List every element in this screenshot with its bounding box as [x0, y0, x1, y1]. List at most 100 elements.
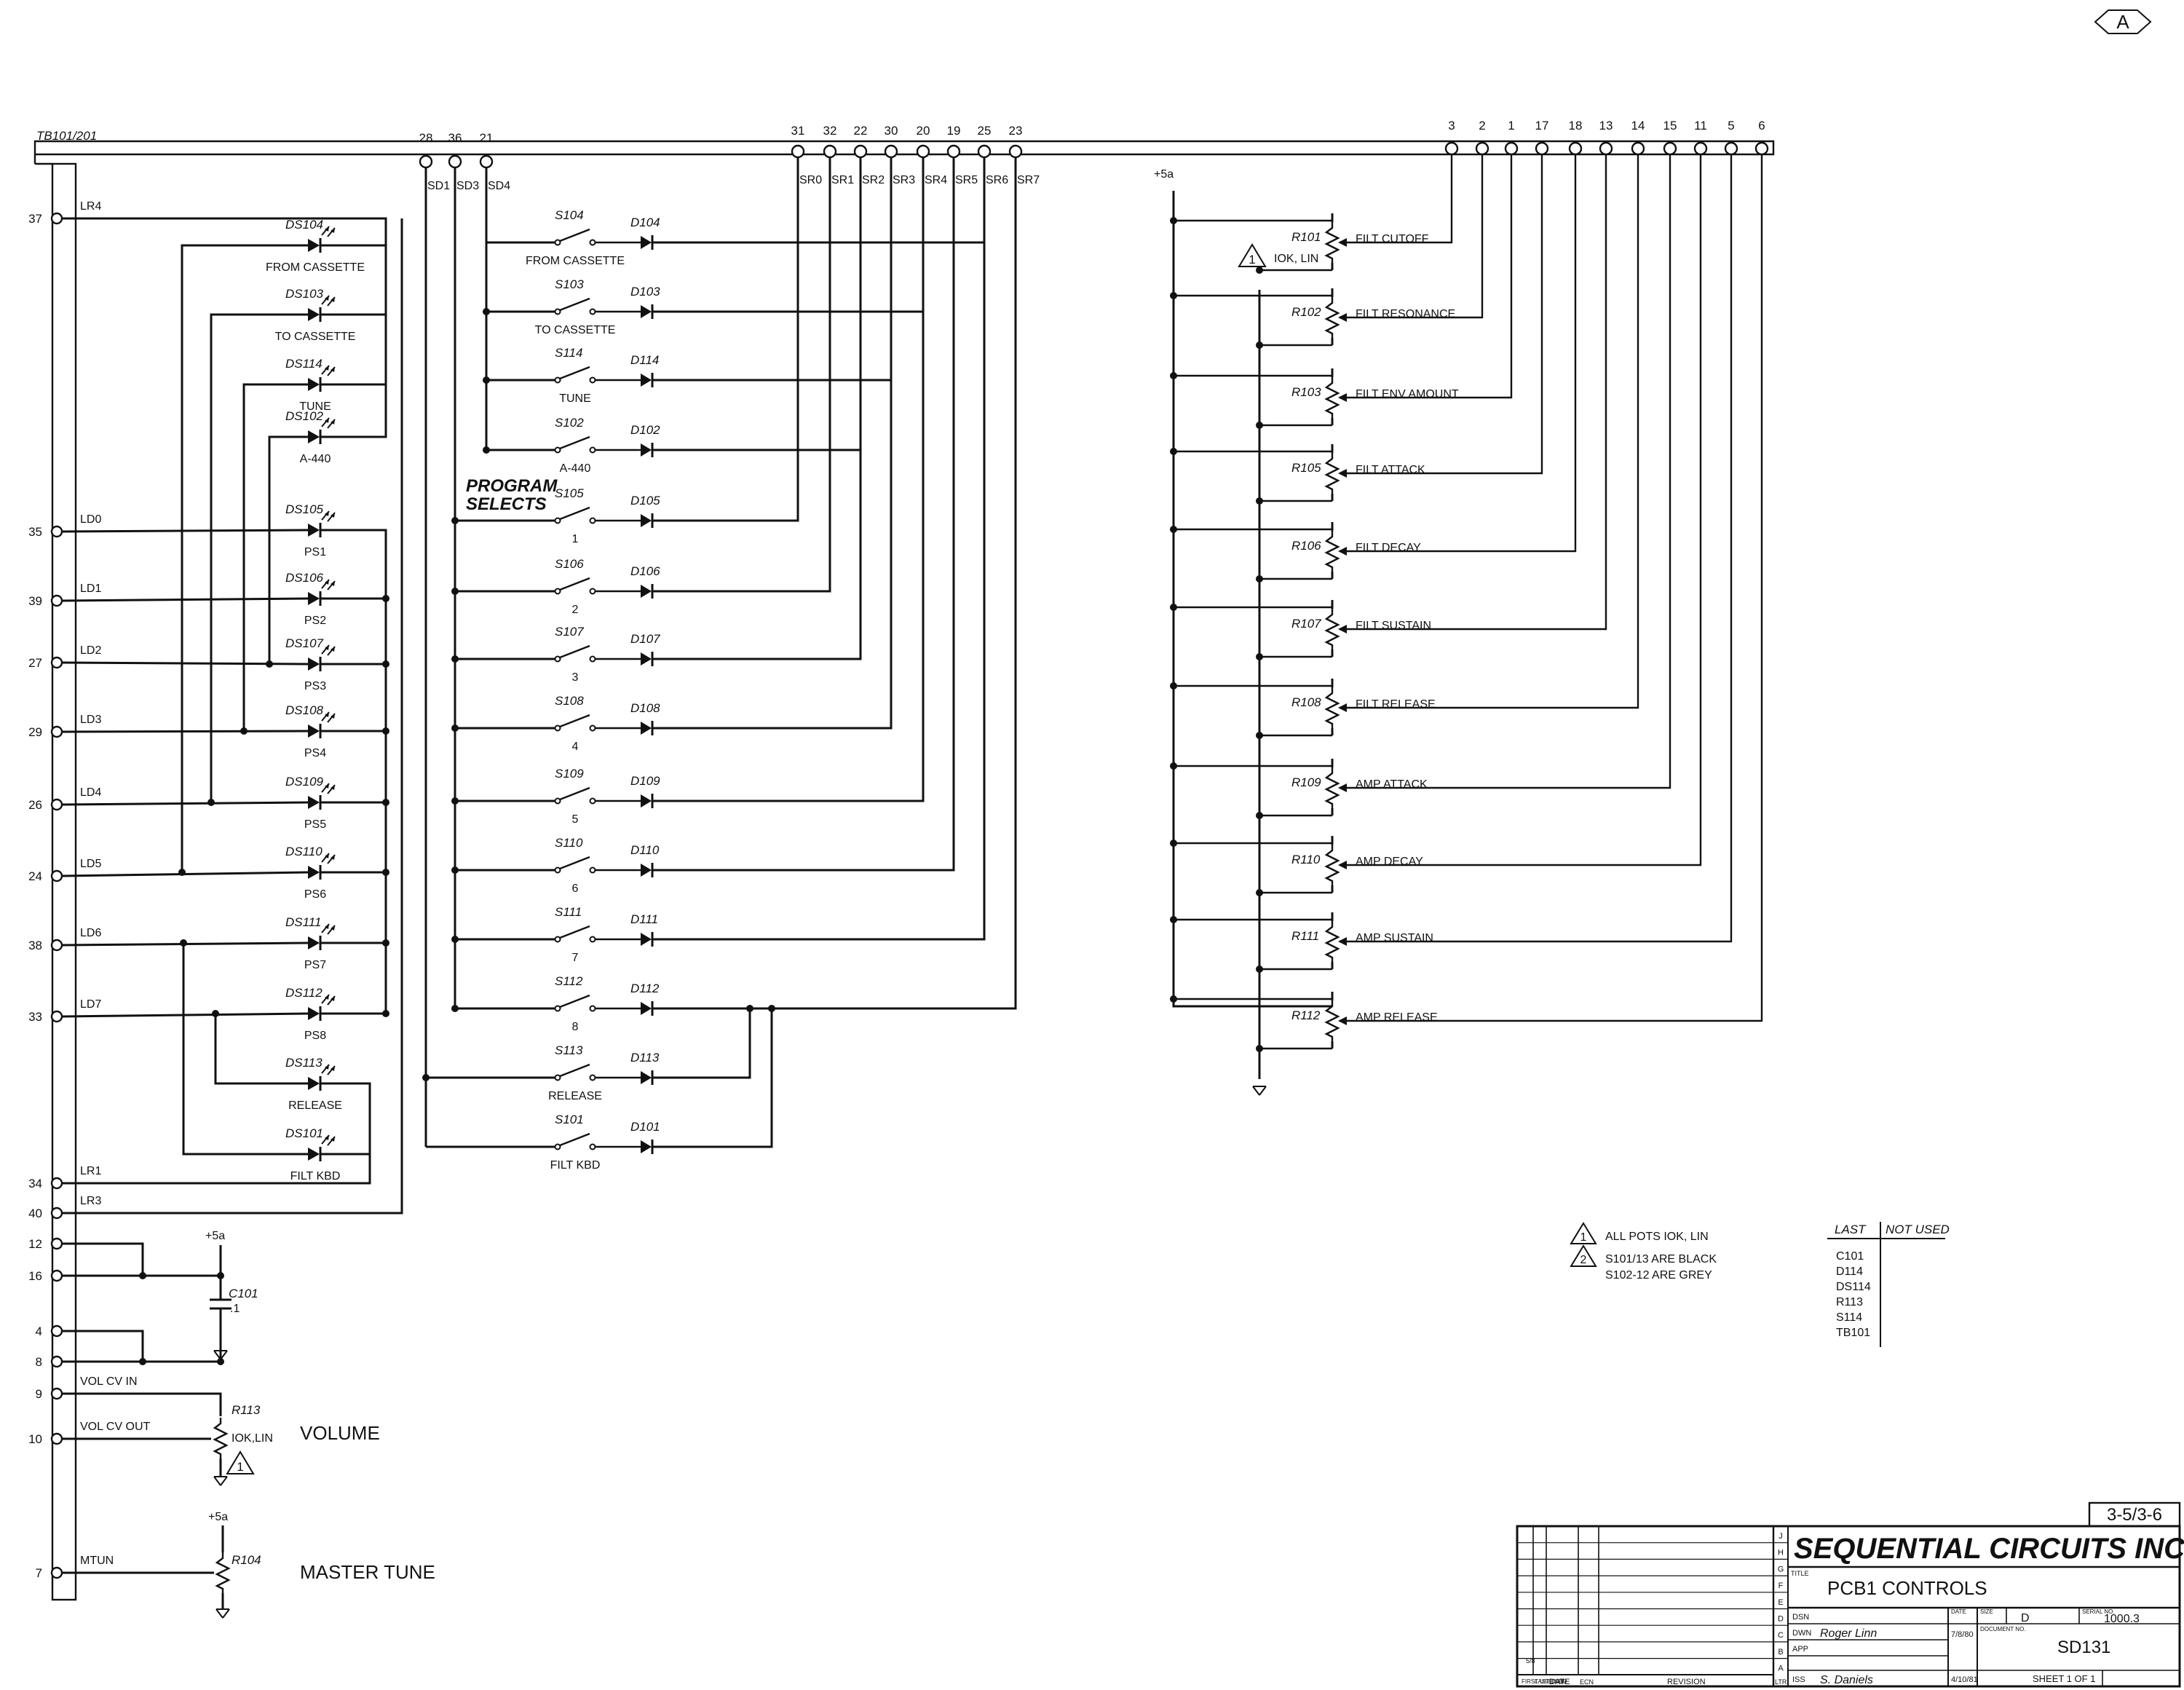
net-label-sd1: SD1 [427, 180, 450, 192]
junction-dot [1256, 732, 1263, 739]
junction-dot [451, 655, 459, 663]
switch-ref: S110 [555, 836, 583, 850]
diode-symbol [639, 303, 654, 320]
switch-ref: S104 [555, 208, 584, 222]
switch-label: 8 [572, 1021, 579, 1033]
top-pin-number: 20 [917, 124, 930, 138]
wiper-arrow [1338, 313, 1347, 322]
diode-symbol [639, 792, 654, 810]
rev-letter: H [1778, 1549, 1784, 1557]
left-pin-number: 26 [28, 798, 42, 812]
pot-label: AMP ATTACK [1356, 778, 1428, 791]
net-label: LR1 [80, 1165, 101, 1177]
rev-letter: F [1779, 1582, 1784, 1590]
diode-ref: D108 [630, 701, 660, 715]
switch-symbol [554, 435, 596, 454]
pot-ref: R106 [1291, 539, 1321, 553]
wiper-arrow [1338, 703, 1347, 712]
junction-dot [1170, 372, 1177, 379]
wire [321, 245, 387, 438]
pot-ref: R107 [1291, 617, 1321, 631]
svg-text:2: 2 [1580, 1254, 1587, 1266]
r104-supply-label: +5a [208, 1511, 228, 1523]
pot-symbol [1325, 376, 1340, 419]
master-tune-pot: +5a R104 MASTER TUNE [208, 1511, 435, 1619]
net-label: LD3 [80, 714, 101, 726]
note-2-text-line2: S102-12 ARE GREY [1605, 1269, 1712, 1282]
top-pin-number: 3 [1448, 119, 1455, 133]
pot-bank-supply-label: +5a [1154, 168, 1174, 181]
led-label: PS5 [304, 818, 326, 831]
parts-last-item: C101 [1836, 1250, 1864, 1263]
switch-ref: S107 [555, 625, 584, 639]
left-pin-number: 27 [28, 656, 42, 670]
net-label-sr5: SR5 [955, 174, 978, 186]
switch-label: 5 [572, 813, 579, 826]
net-label-sr3: SR3 [893, 174, 915, 186]
pot-label: AMP SUSTAIN [1356, 932, 1433, 944]
junction-dot [1170, 762, 1177, 770]
diode-symbol [639, 719, 654, 737]
pot-label: AMP DECAY [1356, 856, 1423, 868]
terminal-pin [1599, 141, 1613, 156]
wiper-arrow [1338, 1016, 1347, 1025]
switch-ref: S113 [555, 1043, 583, 1057]
junction-dot [240, 727, 248, 735]
note-1-text: ALL POTS IOK, LIN [1605, 1231, 1709, 1243]
led-label: PS2 [304, 615, 326, 627]
dwn-caption: DWN [1792, 1629, 1811, 1638]
wire [321, 529, 387, 1014]
wire [62, 529, 309, 533]
last-used-header: LAST USED [1535, 1678, 1567, 1685]
terminal-pin [50, 939, 63, 952]
junction-dot [483, 376, 490, 384]
junction-dot [382, 799, 389, 806]
junction-dot [451, 588, 459, 595]
switch-label: TO CASSETTE [535, 324, 616, 336]
diode-symbol [639, 861, 654, 879]
led-ref: DS108 [285, 703, 324, 717]
decoupling-section: +5a C101 .1 [205, 1230, 258, 1360]
net-label-sr6: SR6 [986, 174, 1008, 186]
net-label: LD5 [80, 858, 101, 870]
pot-ref: R102 [1291, 305, 1321, 319]
wire [242, 383, 308, 731]
net-label-sd4: SD4 [488, 180, 510, 192]
iss-date: 4/10/81 [1951, 1675, 1978, 1684]
terminal-pin [50, 1566, 63, 1579]
junction-dot [1256, 889, 1263, 896]
switch-symbol [554, 1063, 596, 1081]
top-pin-number: 6 [1758, 119, 1765, 133]
rev-letter: A [1778, 1665, 1784, 1673]
junction-dot [1256, 575, 1263, 583]
serial-caption: SERIAL NO. [2082, 1608, 2115, 1615]
net-label: LR3 [80, 1195, 101, 1207]
diode-symbol [639, 234, 654, 251]
pot-ref: R109 [1291, 775, 1321, 789]
top-pin-number: 36 [448, 131, 462, 145]
switch-symbol [554, 577, 596, 595]
switch-symbol [554, 228, 596, 246]
pot-symbol [1325, 766, 1340, 810]
led-label: PS7 [304, 959, 326, 971]
switch-label: 2 [572, 604, 579, 616]
wire [63, 218, 403, 1215]
wiper-arrow [1338, 547, 1347, 556]
led-ref: DS106 [285, 571, 324, 585]
junction-dot [451, 936, 459, 943]
pot-symbol [1325, 843, 1340, 887]
pot-label: FILT DECAY [1356, 542, 1421, 554]
junction-dot [1170, 840, 1177, 847]
terminal-pin [1444, 141, 1459, 156]
rev-letter: B [1778, 1648, 1783, 1657]
terminal-pin [419, 154, 433, 169]
size-caption: SIZE [1980, 1608, 1993, 1615]
junction-dot [178, 869, 186, 876]
pot-ref: R105 [1291, 461, 1321, 475]
top-pin-number: 13 [1599, 119, 1613, 133]
terminal-strip-left [51, 162, 77, 1601]
r104-ref: R104 [232, 1553, 261, 1567]
left-pin-number: 24 [28, 869, 42, 883]
wiper-arrow [1338, 783, 1347, 792]
